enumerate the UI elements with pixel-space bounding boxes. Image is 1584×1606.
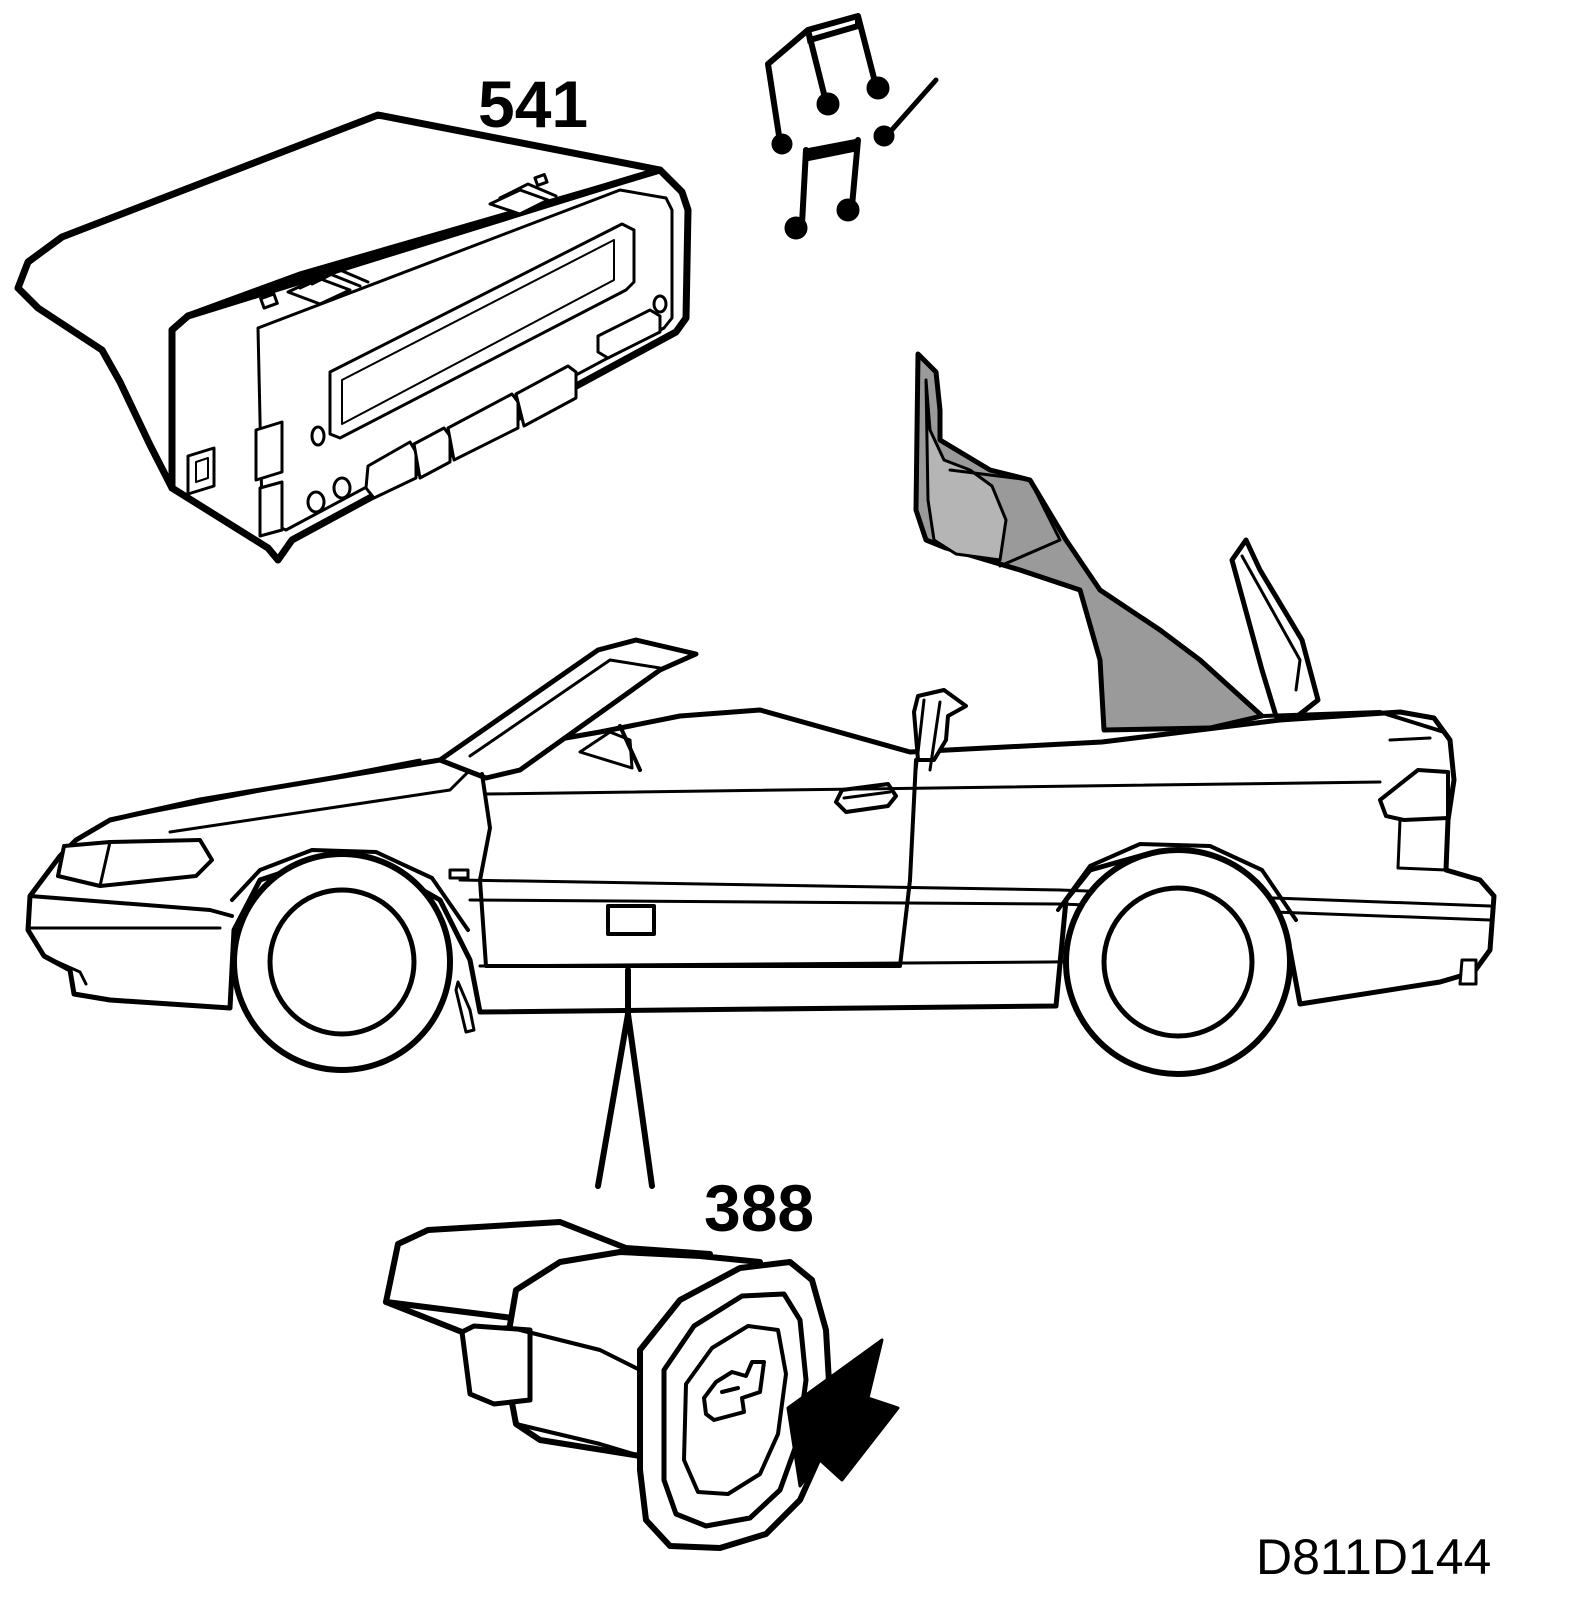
press-arrow-icon xyxy=(786,1338,900,1488)
music-notes-icon xyxy=(765,13,939,240)
figure-reference-code: D811D144 xyxy=(1256,1529,1492,1585)
info-display-unit xyxy=(14,111,692,564)
switch-location-marker xyxy=(606,904,656,936)
convertible-car xyxy=(25,351,1497,1077)
callout-lines xyxy=(595,967,655,1189)
front-wheel xyxy=(230,848,470,1073)
rear-wheel xyxy=(1056,842,1298,1077)
trunk-switch xyxy=(383,1219,900,1551)
trunk-switch-part-number: 388 xyxy=(704,1171,815,1245)
car-trunk-open-icon xyxy=(702,1360,766,1422)
info-display-part-number: 541 xyxy=(478,67,589,141)
